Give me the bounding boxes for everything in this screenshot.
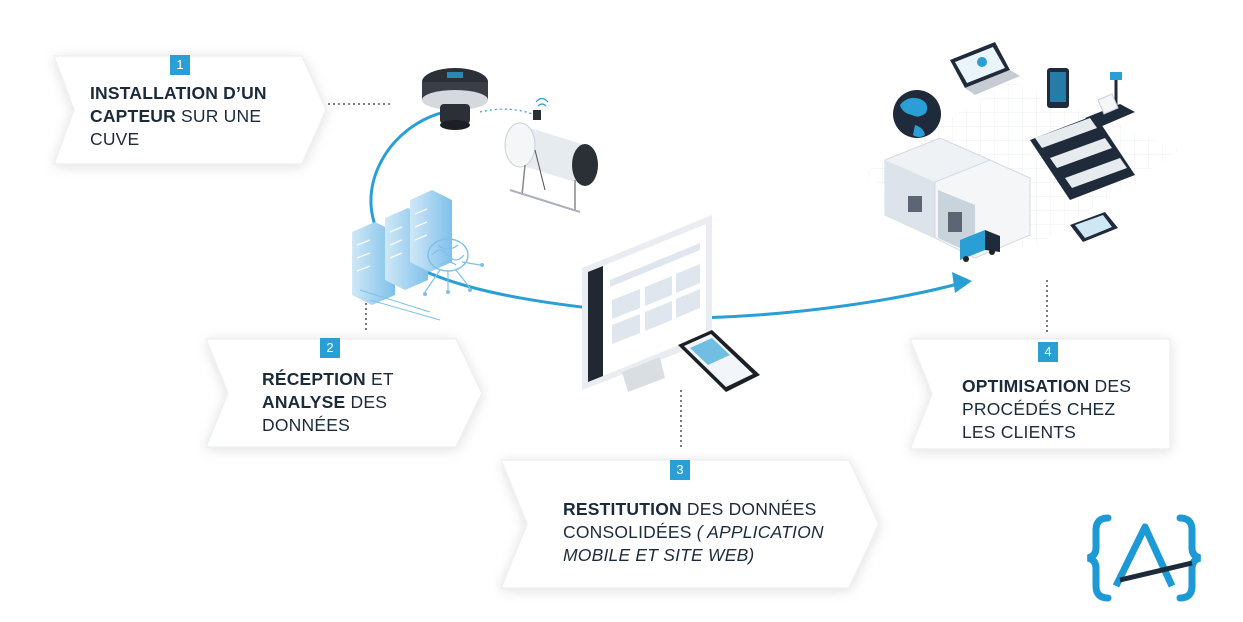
italic-text: MOBILE ET SITE WEB): [563, 545, 755, 565]
conveyor-icon: [1030, 115, 1135, 200]
server-rack-icon: [352, 190, 452, 321]
bold-term: RÉCEPTION: [262, 369, 366, 389]
truck-icon: [960, 230, 1000, 262]
bold-term: INSTALLATION D’UN: [90, 83, 267, 103]
step-4-line-3: LES CLIENTS: [962, 421, 1131, 444]
bold-term: ANALYSE: [262, 392, 346, 412]
tank-sensor-icon: [422, 68, 488, 130]
step-3-line-1: RESTITUTION DES DONNÉES: [563, 498, 824, 521]
step-3-line-3: MOBILE ET SITE WEB): [563, 544, 824, 567]
brain-circuit-icon: [423, 238, 484, 296]
step-1-line-1: INSTALLATION D’UN: [90, 82, 267, 105]
text-segment: DONNÉES: [262, 415, 350, 435]
bold-term: OPTIMISATION: [962, 376, 1090, 396]
text-segment: CUVE: [90, 129, 140, 149]
step-number-3: 3: [670, 460, 690, 480]
bold-term: RESTITUTION: [563, 499, 682, 519]
text-segment: DES DONNÉES: [681, 499, 817, 519]
flow-arrow-line: [699, 280, 966, 320]
desktop-monitor-icon: [582, 215, 712, 392]
text-segment: LES CLIENTS: [962, 422, 1077, 442]
text-segment: SUR UNE: [176, 106, 262, 126]
phone-icon: [1047, 68, 1069, 108]
text-segment: DES: [1089, 376, 1132, 396]
warehouse-icon: [884, 137, 1031, 259]
step-number-1: 1: [170, 55, 190, 75]
step-4-line-2: PROCÉDÉS CHEZ: [962, 398, 1131, 421]
step-3-line-2: CONSOLIDÉES ( APPLICATION: [563, 521, 824, 544]
step-1-line-3: CUVE: [90, 128, 267, 151]
logo-icon: [1086, 514, 1202, 602]
bold-term: CAPTEUR: [90, 106, 176, 126]
laptop-icon: [950, 42, 1020, 95]
smartphone-icon: [678, 330, 760, 392]
step-number-2: 2: [320, 338, 340, 358]
text-segment: CONSOLIDÉES: [563, 522, 697, 542]
globe-icon: [893, 90, 941, 138]
step-4-line-1: OPTIMISATION DES: [962, 375, 1131, 398]
step-1-line-2: CAPTEUR SUR UNE: [90, 105, 267, 128]
tablet-icon: [1070, 212, 1118, 242]
text-segment: DES: [345, 392, 388, 412]
flow-arrow-head: [952, 272, 972, 293]
step-2-line-3: DONNÉES: [262, 414, 394, 437]
text-segment: PROCÉDÉS CHEZ: [962, 399, 1116, 419]
step-2-line-1: RÉCEPTION ET: [262, 368, 394, 391]
step-2-line-2: ANALYSE DES: [262, 391, 394, 414]
italic-text: ( APPLICATION: [696, 522, 824, 542]
sensor-signal-line: [479, 108, 536, 116]
text-segment: ET: [365, 369, 394, 389]
fuel-tank-icon: [504, 97, 598, 213]
step-number-4: 4: [1038, 342, 1058, 362]
